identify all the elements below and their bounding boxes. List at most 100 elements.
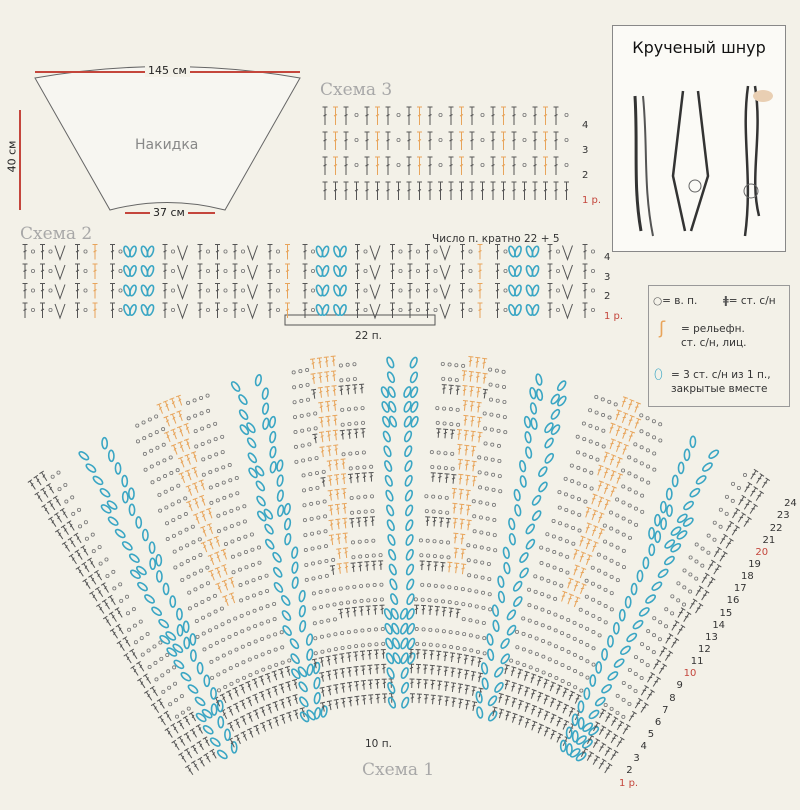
double-crochet-symbol bbox=[755, 490, 764, 501]
stitch-cross bbox=[525, 721, 529, 724]
stitch-cross bbox=[215, 289, 220, 292]
double-crochet-symbol bbox=[316, 357, 322, 369]
double-crochet-symbol bbox=[285, 263, 290, 279]
cluster-symbol bbox=[588, 726, 600, 736]
stitch-stem bbox=[453, 503, 456, 514]
chain-symbol bbox=[560, 678, 565, 683]
cluster-symbol bbox=[281, 610, 292, 621]
cluster-symbol bbox=[268, 415, 277, 429]
stitch-top bbox=[46, 483, 51, 487]
double-crochet-symbol bbox=[110, 263, 115, 279]
chain-symbol bbox=[157, 492, 162, 497]
stitch-cross bbox=[224, 583, 228, 587]
chain-symbol bbox=[310, 531, 315, 536]
v-stitch-symbol bbox=[54, 245, 66, 261]
double-crochet-symbol bbox=[114, 607, 123, 618]
chain-symbol bbox=[446, 540, 451, 545]
chain-symbol bbox=[492, 533, 497, 538]
chain-symbol bbox=[193, 429, 198, 434]
stitch-cross bbox=[504, 668, 508, 670]
chain-symbol bbox=[589, 470, 594, 475]
stitch-stem bbox=[261, 722, 267, 732]
stitch-top bbox=[157, 714, 163, 719]
stitch-cross bbox=[609, 427, 614, 429]
stitch-cross bbox=[672, 642, 677, 644]
cluster-symbol bbox=[146, 303, 155, 317]
stitch-cross bbox=[751, 490, 756, 493]
double-crochet-symbol bbox=[476, 386, 482, 398]
stitch-stem bbox=[591, 526, 597, 537]
chain-symbol bbox=[564, 507, 569, 512]
double-crochet-symbol bbox=[532, 106, 538, 125]
chain-symbol bbox=[433, 288, 438, 293]
chain-symbol bbox=[454, 586, 459, 591]
stitch-cross bbox=[561, 595, 566, 597]
double-crochet-symbol bbox=[469, 131, 475, 150]
double-crochet-symbol bbox=[463, 429, 469, 441]
stitch-top bbox=[458, 488, 464, 491]
stitch-top bbox=[482, 388, 488, 391]
double-crochet-symbol bbox=[457, 668, 463, 679]
double-crochet-symbol bbox=[191, 466, 198, 478]
double-crochet-symbol bbox=[585, 506, 592, 518]
stitch-stem bbox=[222, 549, 227, 560]
double-crochet-symbol bbox=[532, 181, 538, 200]
chain-symbol bbox=[180, 578, 185, 583]
double-crochet-symbol bbox=[579, 535, 586, 547]
chain-symbol bbox=[266, 619, 271, 624]
chain-symbol bbox=[521, 616, 526, 621]
stitch-cross bbox=[436, 653, 441, 657]
stitch-cross bbox=[420, 563, 424, 566]
double-crochet-symbol bbox=[267, 283, 273, 299]
stitch-cross bbox=[471, 674, 475, 677]
stitch-cross bbox=[533, 189, 537, 192]
chain-symbol bbox=[486, 546, 491, 551]
double-crochet-symbol bbox=[123, 652, 132, 664]
stitch-cross bbox=[437, 668, 441, 672]
stitch-cross bbox=[178, 398, 182, 402]
stitch-stem bbox=[628, 431, 634, 442]
stitch-cross bbox=[715, 568, 719, 570]
chain-symbol bbox=[615, 545, 620, 550]
stitch-cross bbox=[93, 269, 97, 272]
stitch-stem bbox=[360, 606, 363, 616]
stitch-top bbox=[259, 706, 265, 709]
stitch-stem bbox=[622, 725, 629, 735]
stitch-top bbox=[623, 443, 629, 447]
stitch-stem bbox=[452, 697, 455, 708]
double-crochet-symbol bbox=[239, 715, 247, 726]
double-crochet-symbol bbox=[518, 715, 525, 726]
stitch-cross bbox=[462, 374, 466, 377]
stitch-cross bbox=[83, 548, 87, 553]
cluster-symbol bbox=[387, 386, 396, 398]
chain-symbol bbox=[259, 606, 264, 611]
double-crochet-symbol bbox=[375, 693, 381, 704]
chain-symbol bbox=[609, 542, 614, 547]
chain-symbol bbox=[199, 395, 204, 400]
double-crochet-symbol bbox=[322, 106, 328, 125]
chain-symbol bbox=[657, 637, 662, 642]
stitch-stem bbox=[322, 477, 325, 487]
stitch-cross bbox=[533, 164, 537, 167]
cluster-symbol bbox=[106, 500, 118, 510]
cluster-symbol bbox=[298, 589, 306, 603]
stitch-stem bbox=[510, 667, 515, 677]
stitch-top bbox=[753, 486, 759, 490]
chain-symbol bbox=[545, 547, 550, 552]
stitch-cross bbox=[65, 544, 68, 549]
stitch-cross bbox=[327, 658, 331, 662]
double-crochet-symbol bbox=[432, 516, 438, 527]
stitch-cross bbox=[425, 519, 430, 522]
chain-symbol bbox=[502, 415, 507, 420]
chain-symbol bbox=[435, 628, 440, 633]
double-crochet-symbol bbox=[40, 487, 49, 498]
stitch-cross bbox=[233, 308, 237, 311]
stitch-stem bbox=[234, 687, 239, 697]
stitch-top bbox=[156, 402, 162, 406]
stitch-stem bbox=[658, 664, 666, 674]
double-crochet-symbol bbox=[324, 371, 330, 382]
chain-symbol bbox=[522, 113, 527, 118]
cluster-symbol bbox=[277, 504, 285, 517]
stitch-cross bbox=[468, 359, 473, 363]
double-crochet-symbol bbox=[352, 384, 358, 394]
